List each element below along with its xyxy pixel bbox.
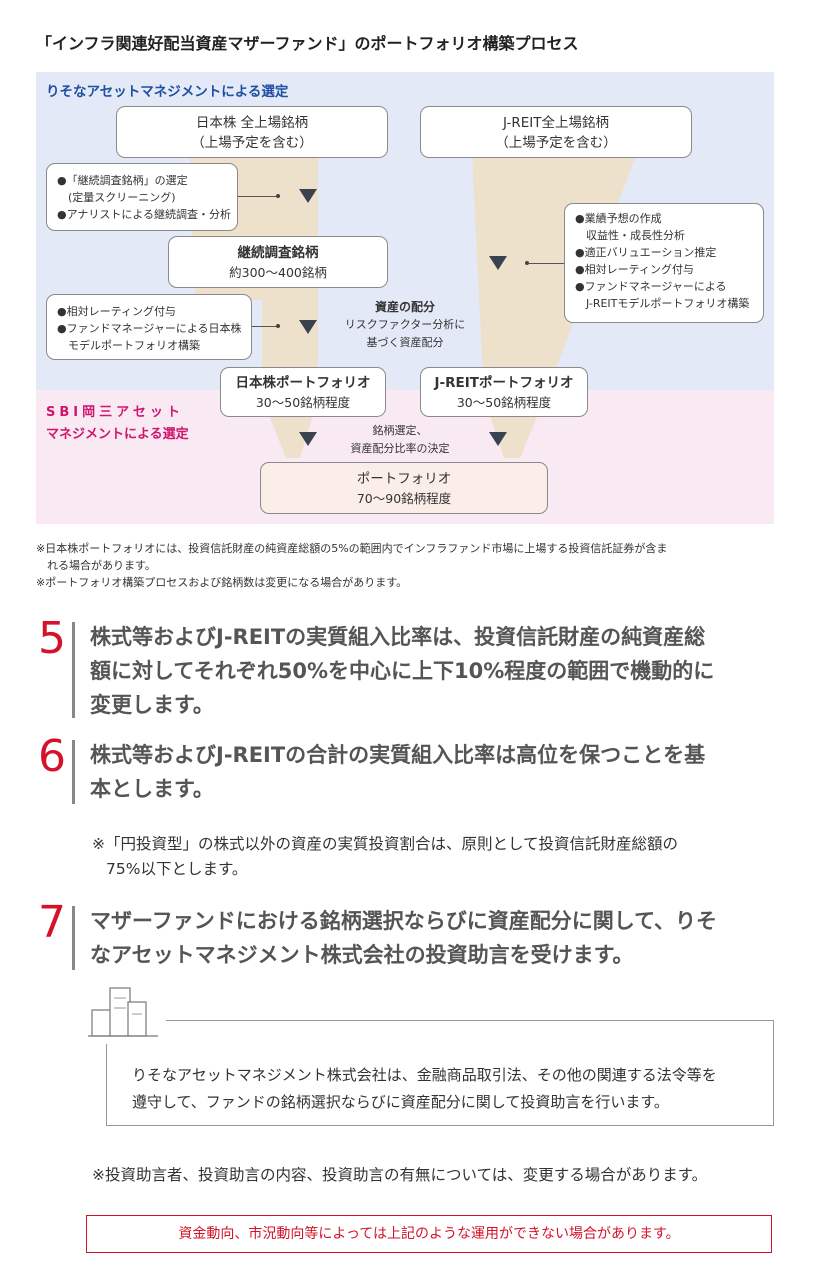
continuing-research-count: 約300～400銘柄 <box>229 265 327 280</box>
screening-note-line: ●アナリストによる継続調査・分析 <box>57 208 232 221</box>
jp-universe-box: 日本株 全上場銘柄 （上場予定を含む） <box>116 106 388 158</box>
reit-connector <box>528 263 564 264</box>
item-text-line: マザーファンドにおける銘柄選択ならびに資産配分に関して、りそ <box>90 909 718 933</box>
reit-note-line: ●適正バリュエーション推定 <box>575 246 717 259</box>
screening-dot <box>276 194 280 198</box>
asset-allocation-title: 資産の配分 <box>374 300 435 314</box>
jp-portfolio-box: 日本株ポートフォリオ 30～50銘柄程度 <box>220 367 386 417</box>
item-text-line: 株式等およびJ-REITの実質組入比率は、投資信託財産の純資産総 <box>90 625 706 649</box>
continuing-research-box: 継続調査銘柄 約300～400銘柄 <box>168 236 388 288</box>
reit-universe-box: J-REIT全上場銘柄 （上場予定を含む） <box>420 106 692 158</box>
jp-arrow-3 <box>299 432 317 446</box>
jp-arrow-1 <box>299 189 317 203</box>
item-text-line: なアセットマネジメント株式会社の投資助言を受けます。 <box>90 943 634 967</box>
reit-portfolio-box: J-REITポートフォリオ 30～50銘柄程度 <box>420 367 588 417</box>
screening-note: ●「継続調査銘柄」の選定 (定量スクリーニング) ●アナリストによる継続調査・分… <box>46 163 238 231</box>
diagram-footnotes: ※日本株ポートフォリオには、投資信託財産の純資産総額の5%の範囲内でインフラファ… <box>36 540 667 591</box>
item6-note-line: ※「円投資型」の株式以外の資産の実質投資割合は、原則として投資信託財産総額の <box>92 835 679 853</box>
final-portfolio-count: 70～90銘柄程度 <box>356 491 452 506</box>
item-text-line: 額に対してそれぞれ50%を中心に上下10%程度の範囲で機動的に <box>90 659 715 683</box>
footnote-line: れる場合があります。 <box>36 559 156 572</box>
item6-note-line: 75%以下とします。 <box>106 860 248 878</box>
page-title: 「インフラ関連好配当資産マザーファンド」のポートフォリオ構築プロセス <box>36 34 579 53</box>
reit-arrow-1 <box>489 256 507 270</box>
continuing-research-title: 継続調査銘柄 <box>237 245 319 261</box>
item-text-line: 本とします。 <box>90 777 214 801</box>
sbi-zone-label-line2: マネジメントによる選定 <box>46 427 189 442</box>
selection-line: 資産配分比率の決定 <box>350 442 450 455</box>
item-text-line: 株式等およびJ-REITの合計の実質組入比率は高位を保つことを基 <box>90 743 706 767</box>
item-number: 6 <box>38 731 66 782</box>
reit-arrow-2 <box>489 432 507 446</box>
item6-note: ※「円投資型」の株式以外の資産の実質投資割合は、原則として投資信託財産総額の 7… <box>92 832 678 882</box>
asset-allocation-line: リスクファクター分析に <box>344 318 466 331</box>
item-divider <box>72 906 75 970</box>
selection-text: 銘柄選定、 資産配分比率の決定 <box>330 422 470 458</box>
reit-dot <box>525 261 529 265</box>
rating-connector <box>252 326 278 327</box>
advisor-text: りそなアセットマネジメント株式会社は、金融商品取引法、その他の関連する法令等を … <box>132 1062 717 1116</box>
jp-arrow-2 <box>299 320 317 334</box>
reit-note-line: ●ファンドマネージャーによる <box>575 280 727 293</box>
sbi-zone-label: SBI岡三アセット マネジメントによる選定 <box>46 402 189 446</box>
reit-portfolio-title: J-REITポートフォリオ <box>434 375 574 391</box>
sbi-zone-label-line1: SBI岡三アセット <box>46 405 184 420</box>
jp-portfolio-title: 日本株ポートフォリオ <box>235 375 371 391</box>
reit-portfolio-count: 30～50銘柄程度 <box>456 395 552 410</box>
rating-note: ●相対レーティング付与 ●ファンドマネージャーによる日本株 モデルポートフォリオ… <box>46 294 252 360</box>
selection-line: 銘柄選定、 <box>372 424 428 437</box>
item-text: マザーファンドにおける銘柄選択ならびに資産配分に関して、りそ なアセットマネジメ… <box>90 904 780 972</box>
item-number: 7 <box>38 897 66 948</box>
screening-note-line: (定量スクリーニング) <box>57 191 176 204</box>
jp-portfolio-count: 30～50銘柄程度 <box>255 395 351 410</box>
rating-note-line: ●ファンドマネージャーによる日本株 <box>57 322 242 335</box>
jp-universe-title: 日本株 全上場銘柄 <box>195 115 309 131</box>
item-text: 株式等およびJ-REITの実質組入比率は、投資信託財産の純資産総 額に対してそれ… <box>90 620 780 722</box>
rating-note-line: モデルポートフォリオ構築 <box>57 339 200 352</box>
advisor-text-line: 遵守して、ファンドの銘柄選択ならびに資産配分に関して投資助言を行います。 <box>132 1093 669 1111</box>
reit-analysis-note: ●業績予想の作成 収益性・成長性分析 ●適正バリュエーション推定 ●相対レーティ… <box>564 203 764 323</box>
final-portfolio-box: ポートフォリオ 70～90銘柄程度 <box>260 462 548 514</box>
item-divider <box>72 740 75 804</box>
advisor-text-line: りそなアセットマネジメント株式会社は、金融商品取引法、その他の関連する法令等を <box>132 1066 717 1084</box>
asset-allocation-text: 資産の配分 リスクファクター分析に 基づく資産配分 <box>340 298 470 352</box>
reit-universe-sub: （上場予定を含む） <box>495 135 617 151</box>
reit-note-line: 収益性・成長性分析 <box>575 229 685 242</box>
building-icon <box>86 984 166 1044</box>
rating-dot <box>276 324 280 328</box>
advisor-box <box>106 1020 774 1126</box>
resona-zone-label: りそなアセットマネジメントによる選定 <box>46 84 289 100</box>
reit-note-line: ●相対レーティング付与 <box>575 263 694 276</box>
final-portfolio-title: ポートフォリオ <box>356 471 452 487</box>
screening-note-line: ●「継続調査銘柄」の選定 <box>57 174 188 187</box>
reit-note-line: J-REITモデルポートフォリオ構築 <box>575 297 750 310</box>
footnote-line: ※日本株ポートフォリオには、投資信託財産の純資産総額の5%の範囲内でインフラファ… <box>36 542 668 555</box>
asset-allocation-line: 基づく資産配分 <box>366 336 444 349</box>
reit-note-line: ●業績予想の作成 <box>575 212 662 225</box>
operation-warning: 資金動向、市況動向等によっては上記のような運用ができない場合があります。 <box>86 1215 772 1253</box>
item-number: 5 <box>38 613 66 664</box>
footnote-line: ※ポートフォリオ構築プロセスおよび銘柄数は変更になる場合があります。 <box>36 576 408 589</box>
screening-connector <box>238 196 278 197</box>
item-text-line: 変更します。 <box>90 693 214 717</box>
reit-universe-title: J-REIT全上場銘柄 <box>502 115 609 131</box>
item-text: 株式等およびJ-REITの合計の実質組入比率は高位を保つことを基 本とします。 <box>90 738 780 806</box>
item-divider <box>72 622 75 718</box>
jp-universe-sub: （上場予定を含む） <box>191 135 313 151</box>
rating-note-line: ●相対レーティング付与 <box>57 305 176 318</box>
advisor-change-note: ※投資助言者、投資助言の内容、投資助言の有無については、変更する場合があります。 <box>92 1166 708 1184</box>
